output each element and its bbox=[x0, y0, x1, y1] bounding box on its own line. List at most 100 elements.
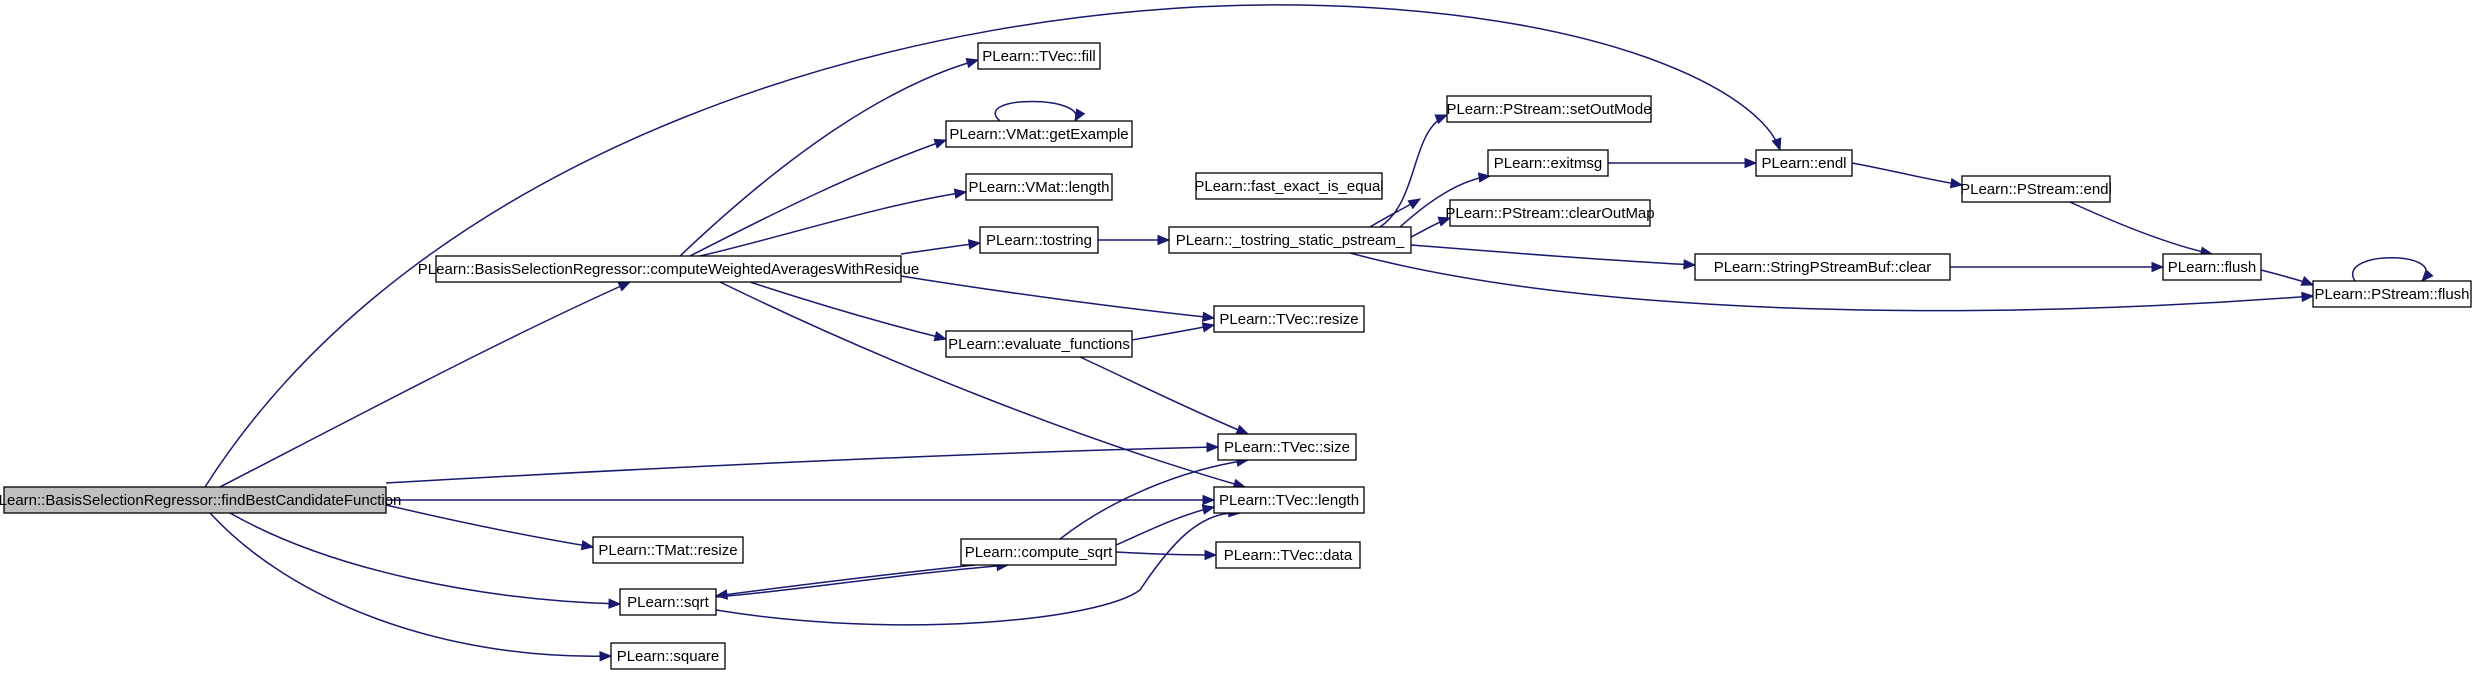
arrowhead-icon bbox=[2300, 275, 2315, 286]
call-edge-root-to-tmat_resize bbox=[385, 504, 595, 551]
node-label: PLearn::compute_sqrt bbox=[965, 544, 1113, 561]
arrowhead-icon bbox=[714, 589, 729, 600]
node-tmat-resize[interactable]: PLearn::TMat::resize bbox=[592, 536, 744, 564]
node-label: PLearn::BasisSelectionRegressor::compute… bbox=[418, 261, 919, 278]
call-edge-evaluate_functions-to-tvec_resize bbox=[1131, 322, 1216, 341]
arrowhead-icon bbox=[1407, 198, 1422, 210]
node-label: PLearn::sqrt bbox=[627, 594, 710, 611]
call-edge-root-to-cwa bbox=[219, 281, 632, 488]
node-spsb-clear[interactable]: PLearn::StringPStreamBuf::clear bbox=[1694, 253, 1951, 281]
node-box bbox=[435, 255, 902, 283]
node-exitmsg[interactable]: PLearn::exitmsg bbox=[1487, 149, 1609, 177]
node-label: PLearn::VMat::getExample bbox=[949, 126, 1128, 143]
node-label: PLearn::PStream::flush bbox=[2314, 286, 2469, 303]
node-fast-exact[interactable]: PLearn::fast_exact_is_equal bbox=[1194, 172, 1384, 200]
call-edge-cwa-to-tvec_resize bbox=[900, 275, 1216, 322]
call-edge-root-to-endl bbox=[204, 4, 1782, 488]
arrowhead-icon bbox=[1157, 234, 1171, 246]
arrowhead-icon bbox=[953, 188, 968, 199]
node-cwa[interactable]: PLearn::BasisSelectionRegressor::compute… bbox=[418, 255, 919, 283]
call-edge-endl-to-pstream_endl bbox=[1851, 162, 1964, 189]
node-tvec-size[interactable]: PLearn::TVec::size bbox=[1217, 433, 1357, 461]
node-label: PLearn::square bbox=[617, 648, 720, 665]
edge-line bbox=[715, 564, 976, 597]
node-label: PLearn::flush bbox=[2168, 259, 2256, 276]
node-clearOutMap[interactable]: PLearn::PStream::clearOutMap bbox=[1445, 199, 1655, 227]
node-flush[interactable]: PLearn::flush bbox=[2162, 253, 2262, 281]
arrowhead-icon bbox=[1434, 114, 1449, 125]
arrowhead-icon bbox=[1477, 172, 1492, 183]
arrowhead-icon bbox=[2151, 261, 2165, 273]
arrowhead-icon bbox=[608, 598, 622, 609]
node-label: PLearn::PStream::setOutMode bbox=[1446, 101, 1651, 118]
node-tvec-data[interactable]: PLearn::TVec::data bbox=[1215, 541, 1361, 569]
node-label: PLearn::TMat::resize bbox=[598, 542, 737, 559]
node-label: PLearn::tostring bbox=[986, 232, 1092, 249]
node-label: PLearn::PStream::endl bbox=[1960, 181, 2112, 198]
node-box bbox=[1213, 305, 1365, 333]
node-endl[interactable]: PLearn::endl bbox=[1755, 149, 1853, 177]
call-edge-compute_sqrt-to-sqrt bbox=[714, 564, 976, 600]
arrowhead-icon bbox=[1206, 442, 1220, 453]
node-box bbox=[965, 173, 1113, 201]
arrowhead-icon bbox=[1202, 311, 1216, 322]
edge-line bbox=[2069, 201, 2213, 255]
node-vmat-getExample[interactable]: PLearn::VMat::getExample bbox=[945, 120, 1133, 148]
node-label: PLearn::BasisSelectionRegressor::findBes… bbox=[0, 492, 401, 509]
node-tostring-static[interactable]: PLearn::_tostring_static_pstream_ bbox=[1168, 226, 1412, 254]
node-vmat-length[interactable]: PLearn::VMat::length bbox=[965, 173, 1113, 201]
node-compute-sqrt[interactable]: PLearn::compute_sqrt bbox=[960, 538, 1117, 566]
call-edge-cwa-to-tvec_fill bbox=[679, 58, 980, 257]
node-evaluate-functions[interactable]: PLearn::evaluate_functions bbox=[945, 330, 1133, 358]
node-box bbox=[1694, 253, 1951, 281]
node-sqrt[interactable]: PLearn::sqrt bbox=[619, 588, 717, 616]
call-edge-compute_sqrt-to-tvec_length bbox=[1115, 504, 1216, 546]
node-label: PLearn::StringPStreamBuf::clear bbox=[1714, 259, 1932, 276]
call-edge-pstream_endl-to-flush bbox=[2069, 201, 2214, 257]
node-root[interactable]: PLearn::BasisSelectionRegressor::findBes… bbox=[0, 486, 401, 514]
arrowhead-icon bbox=[1202, 494, 1216, 506]
edge-line bbox=[679, 59, 979, 257]
node-box bbox=[2312, 280, 2472, 308]
edge-line bbox=[715, 564, 1009, 598]
node-label: PLearn::VMat::length bbox=[969, 179, 1110, 196]
call-edge-tostring_static-to-spsb_clear bbox=[1410, 244, 1697, 270]
call-edge-root-to-tvec_size bbox=[385, 442, 1220, 484]
node-label: PLearn::_tostring_static_pstream_ bbox=[1176, 232, 1405, 249]
node-label: PLearn::evaluate_functions bbox=[948, 336, 1130, 353]
arrowhead-icon bbox=[1437, 216, 1452, 227]
node-tvec-resize[interactable]: PLearn::TVec::resize bbox=[1213, 305, 1365, 333]
node-setOutMode[interactable]: PLearn::PStream::setOutMode bbox=[1446, 95, 1652, 123]
node-box bbox=[1487, 149, 1609, 177]
call-edge-exitmsg-to-endl bbox=[1608, 157, 1758, 169]
arrowhead-icon bbox=[933, 138, 948, 149]
node-pstream-flush[interactable]: PLearn::PStream::flush bbox=[2312, 280, 2472, 308]
call-edges bbox=[204, 4, 2434, 662]
call-edge-compute_sqrt-to-tvec_data bbox=[1115, 549, 1218, 561]
call-edge-flush-to-pstream_flush bbox=[2260, 269, 2315, 286]
arrowhead-icon bbox=[1683, 259, 1697, 270]
node-pstream-endl[interactable]: PLearn::PStream::endl bbox=[1960, 175, 2112, 203]
node-tvec-fill[interactable]: PLearn::TVec::fill bbox=[977, 42, 1101, 70]
node-box bbox=[2162, 253, 2262, 281]
call-edge-cwa-to-evaluate_functions bbox=[749, 281, 948, 342]
call-edge-tostring_static-to-exitmsg bbox=[1399, 172, 1492, 228]
call-edge-pstream_flush-to-pstream_flush bbox=[2351, 257, 2434, 282]
edge-line bbox=[900, 242, 981, 255]
call-edge-tostring_static-to-clearOutMap bbox=[1410, 216, 1452, 238]
edge-line bbox=[385, 504, 594, 548]
call-edge-root-to-sqrt bbox=[229, 512, 622, 609]
node-box bbox=[960, 538, 1117, 566]
arrowhead-icon bbox=[2421, 268, 2434, 282]
node-square[interactable]: PLearn::square bbox=[610, 642, 726, 670]
node-tostring[interactable]: PLearn::tostring bbox=[979, 226, 1099, 254]
call-edge-tostring_static-to-fast_exact bbox=[1369, 198, 1422, 228]
edge-line bbox=[1851, 162, 1963, 186]
function-nodes: PLearn::BasisSelectionRegressor::findBes… bbox=[0, 42, 2472, 670]
edge-line bbox=[385, 446, 1219, 484]
node-label: PLearn::TVec::fill bbox=[982, 48, 1095, 65]
arrowhead-icon bbox=[933, 331, 948, 342]
node-box bbox=[1961, 175, 2111, 203]
arrowhead-icon bbox=[1204, 549, 1218, 561]
node-tvec-length[interactable]: PLearn::TVec::length bbox=[1213, 486, 1365, 514]
